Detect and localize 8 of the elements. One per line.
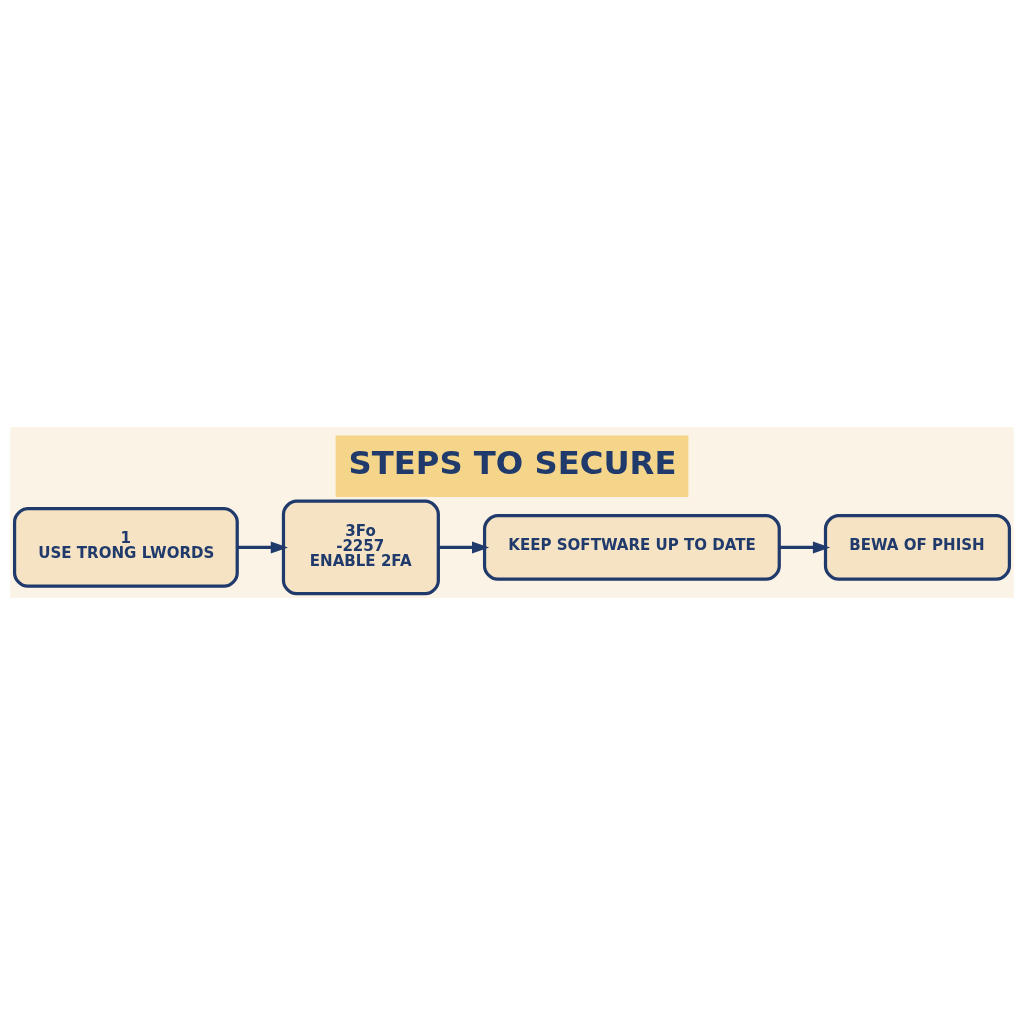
arrow bbox=[438, 540, 490, 553]
node-box: KEEP SOFTWARE UP TO DATE bbox=[482, 513, 781, 581]
node-box: 1 USE TRONG LWORDS bbox=[12, 506, 239, 588]
arrow bbox=[779, 540, 831, 553]
diagram-title: STEPS TO SECURE bbox=[348, 443, 677, 482]
node-box: 3Fo -2257 ENABLE 2FA bbox=[281, 499, 440, 595]
node-box: BEWA OF PHISH bbox=[823, 513, 1012, 581]
arrow bbox=[237, 540, 289, 553]
